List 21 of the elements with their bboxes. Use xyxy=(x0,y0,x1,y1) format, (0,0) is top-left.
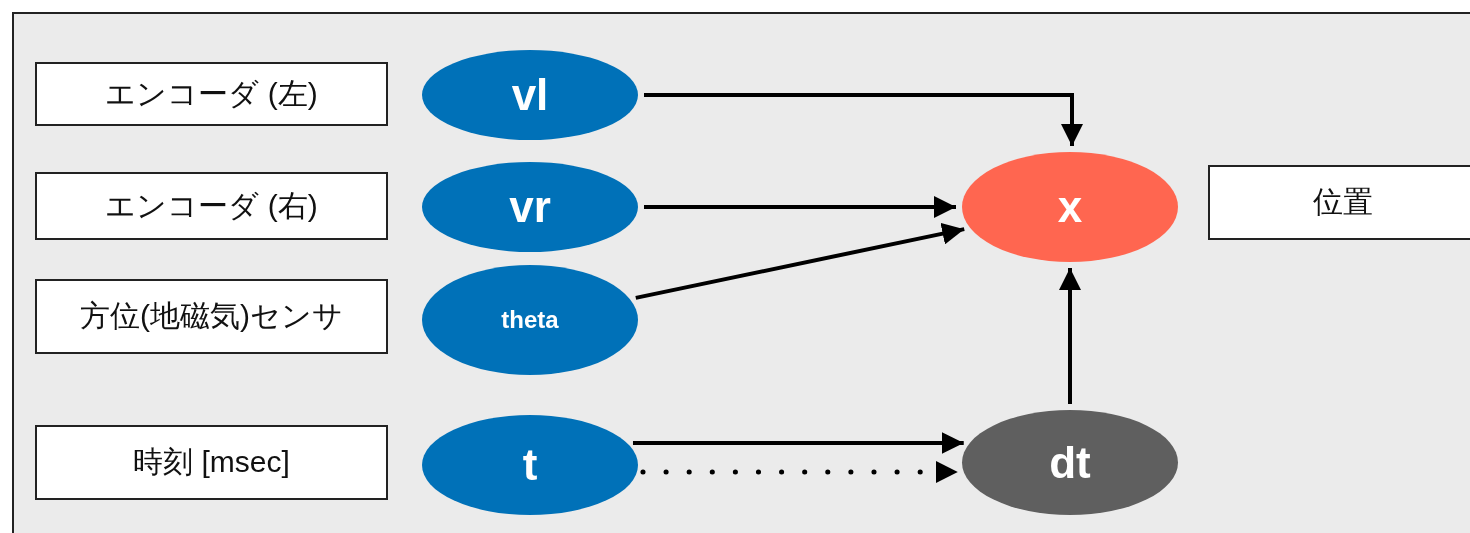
node-label: エンコーダ (右) xyxy=(105,187,318,224)
node-label: t xyxy=(522,440,538,490)
source-box xyxy=(35,62,388,126)
node-label: theta xyxy=(501,306,559,334)
node-label: エンコーダ (左) xyxy=(105,75,318,112)
arrow xyxy=(644,93,1083,146)
node-label: vl xyxy=(511,70,549,120)
arrow xyxy=(1059,268,1081,404)
node-label: x xyxy=(1057,182,1083,232)
source-box xyxy=(35,279,388,354)
source-box xyxy=(1208,165,1470,240)
arrow xyxy=(644,196,956,218)
node-label: 位置 xyxy=(1313,184,1373,220)
arrow xyxy=(633,432,964,454)
arrow xyxy=(635,222,965,300)
node-label: vr xyxy=(509,182,551,232)
node-label: 時刻 [msec] xyxy=(133,444,290,480)
source-box xyxy=(35,425,388,500)
node-label: dt xyxy=(1049,437,1091,488)
source-box xyxy=(35,172,388,240)
node-label: 方位(地磁気)センサ xyxy=(80,298,343,334)
